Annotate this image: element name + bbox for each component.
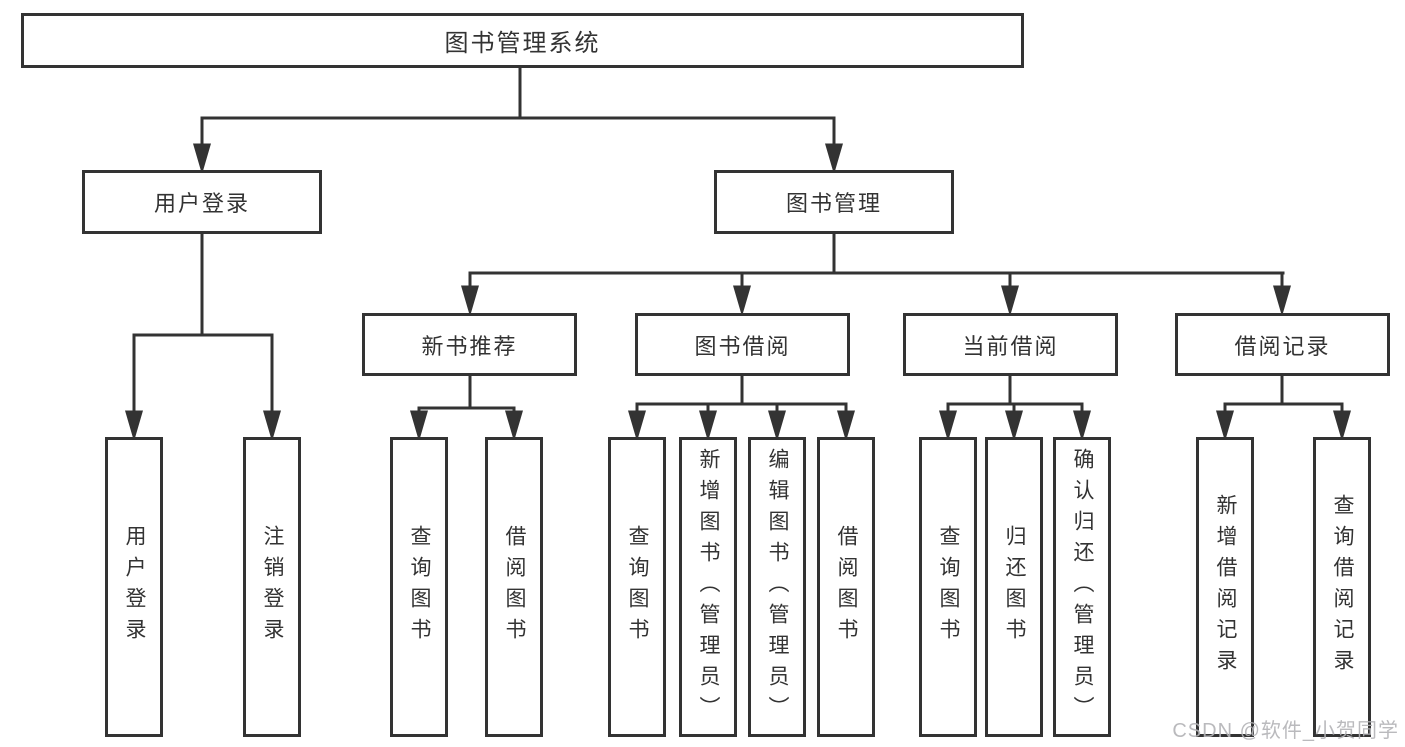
leaf-logout-label: 注销登录 <box>261 525 284 649</box>
node-user-login-label: 用户登录 <box>153 191 250 216</box>
leaf-query-books-borrow: 查询图书 <box>608 437 666 737</box>
leaf-return-book: 归还图书 <box>985 437 1043 737</box>
node-book-management: 图书管理 <box>714 170 954 234</box>
leaf-user-login-label: 用户登录 <box>123 525 146 649</box>
leaf-logout: 注销登录 <box>243 437 301 737</box>
leaf-query-books-borrow-label: 查询图书 <box>626 525 649 649</box>
node-borrow-records-label: 借阅记录 <box>1234 333 1331 359</box>
node-book-borrow: 图书借阅 <box>635 313 850 376</box>
leaf-query-books-recommend: 查询图书 <box>390 437 448 737</box>
leaf-borrow-books-recommend: 借阅图书 <box>485 437 543 737</box>
leaf-borrow-books-recommend-label: 借阅图书 <box>503 525 526 649</box>
leaf-user-login: 用户登录 <box>105 437 163 737</box>
leaf-borrow-books: 借阅图书 <box>817 437 875 737</box>
leaf-add-book-admin-label: 新增图书（管理员） <box>697 447 720 727</box>
leaf-query-books-recommend-label: 查询图书 <box>408 525 431 649</box>
leaf-query-books-current: 查询图书 <box>919 437 977 737</box>
node-book-borrow-label: 图书借阅 <box>694 333 791 359</box>
node-current-borrow-label: 当前借阅 <box>962 333 1059 359</box>
node-user-login: 用户登录 <box>82 170 322 234</box>
leaf-add-borrow-record: 新增借阅记录 <box>1196 437 1254 737</box>
leaf-edit-book-admin-label: 编辑图书（管理员） <box>766 447 789 727</box>
leaf-borrow-books-label: 借阅图书 <box>835 525 858 649</box>
leaf-confirm-return-admin: 确认归还（管理员） <box>1053 437 1111 737</box>
node-library-system-label: 图书管理系统 <box>444 30 601 57</box>
leaf-add-borrow-record-label: 新增借阅记录 <box>1214 494 1237 680</box>
node-new-book-recommend: 新书推荐 <box>362 313 577 376</box>
leaf-return-book-label: 归还图书 <box>1003 525 1026 649</box>
node-borrow-records: 借阅记录 <box>1175 313 1390 376</box>
node-library-system: 图书管理系统 <box>21 13 1024 68</box>
node-current-borrow: 当前借阅 <box>903 313 1118 376</box>
csdn-watermark: CSDN @软件_小贺同学 <box>1172 720 1399 742</box>
leaf-confirm-return-admin-label: 确认归还（管理员） <box>1071 447 1094 727</box>
leaf-edit-book-admin: 编辑图书（管理员） <box>748 437 806 737</box>
leaf-query-books-current-label: 查询图书 <box>937 525 960 649</box>
node-new-book-recommend-label: 新书推荐 <box>421 333 518 359</box>
leaf-add-book-admin: 新增图书（管理员） <box>679 437 737 737</box>
node-book-management-label: 图书管理 <box>785 191 882 216</box>
leaf-query-borrow-record: 查询借阅记录 <box>1313 437 1371 737</box>
leaf-query-borrow-record-label: 查询借阅记录 <box>1331 494 1354 680</box>
